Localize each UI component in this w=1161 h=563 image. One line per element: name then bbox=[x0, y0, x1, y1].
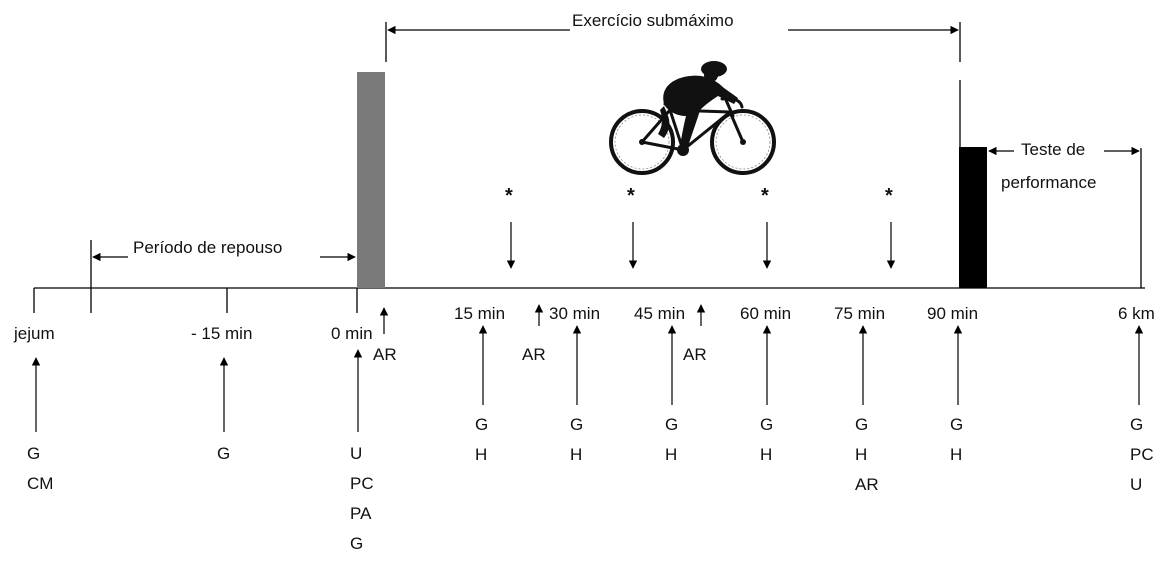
measurement-item: H bbox=[760, 445, 773, 464]
time-label-jejum: jejum bbox=[14, 324, 55, 343]
rest-period-label: Período de repouso bbox=[130, 239, 286, 256]
time-label-60min: 60 min bbox=[740, 304, 792, 323]
measurements-60min: G H bbox=[760, 410, 773, 470]
measurements-15min: G H bbox=[475, 410, 488, 470]
measurement-item: H bbox=[665, 445, 678, 464]
measurements-6km: G PC U bbox=[1130, 410, 1154, 500]
bicycle-rear-wheel bbox=[609, 109, 675, 175]
measurement-item: G bbox=[1130, 415, 1144, 434]
time-label-30min: 30 min bbox=[549, 304, 601, 323]
measurement-item: G bbox=[855, 415, 869, 434]
cyclist-silhouette-icon bbox=[609, 61, 776, 175]
bicycle-front-wheel bbox=[710, 109, 776, 175]
time-label-15min: 15 min bbox=[454, 304, 506, 323]
rider-body bbox=[663, 75, 738, 147]
asterisk-4: * bbox=[885, 185, 893, 207]
measurements-90min: G H bbox=[950, 410, 963, 470]
measurement-item: H bbox=[570, 445, 583, 464]
measurement-item: U bbox=[350, 444, 363, 463]
measurement-item: G bbox=[350, 534, 364, 553]
measurements-jejum: G CM bbox=[27, 439, 53, 499]
measurements-45min: G H bbox=[665, 410, 678, 470]
measurements-30min: G H bbox=[570, 410, 583, 470]
measurements-minus15: G bbox=[217, 439, 230, 469]
up-arrows bbox=[31, 325, 1144, 432]
measurement-item: G bbox=[217, 444, 231, 463]
performance-test-label-line2: performance bbox=[1001, 173, 1097, 192]
ar-label-0min: AR bbox=[373, 345, 397, 364]
measurements-75min: G H AR bbox=[855, 410, 879, 500]
time-label-minus15: - 15 min bbox=[191, 324, 253, 343]
measurement-item: PA bbox=[350, 504, 372, 523]
exercise-title: Exercício submáximo bbox=[572, 11, 734, 30]
measurement-item: H bbox=[475, 445, 488, 464]
time-label-45min: 45 min bbox=[634, 304, 686, 323]
timeline-ticks bbox=[33, 22, 1142, 313]
ar-label-45min: AR bbox=[683, 345, 707, 364]
time-label-90min: 90 min bbox=[927, 304, 979, 323]
measurement-item: G bbox=[570, 415, 584, 434]
asterisk-1: * bbox=[505, 185, 513, 207]
asterisk-3: * bbox=[761, 185, 769, 207]
ar-arrows bbox=[379, 304, 706, 334]
performance-test-label-line1: Teste de bbox=[1021, 140, 1086, 159]
time-label-75min: 75 min bbox=[834, 304, 886, 323]
down-arrows bbox=[506, 222, 896, 269]
performance-bar bbox=[959, 147, 987, 288]
measurement-item: H bbox=[855, 445, 868, 464]
ar-label-30min: AR bbox=[522, 345, 546, 364]
measurement-item: G bbox=[950, 415, 964, 434]
time-label-0min: 0 min bbox=[331, 324, 373, 343]
measurement-item: AR bbox=[855, 475, 879, 494]
warmup-bar bbox=[357, 72, 385, 288]
measurement-item: PC bbox=[350, 474, 374, 493]
asterisk-2: * bbox=[627, 185, 635, 207]
measurement-item: PC bbox=[1130, 445, 1154, 464]
measurement-item: G bbox=[475, 415, 489, 434]
measurement-item: U bbox=[1130, 475, 1143, 494]
measurements-0min: U PC PA G bbox=[350, 439, 374, 559]
measurement-item: G bbox=[760, 415, 774, 434]
time-label-6km: 6 km bbox=[1118, 304, 1155, 323]
measurement-item: H bbox=[950, 445, 963, 464]
measurement-item: G bbox=[665, 415, 679, 434]
measurement-item: G bbox=[27, 444, 41, 463]
measurement-item: CM bbox=[27, 474, 54, 493]
